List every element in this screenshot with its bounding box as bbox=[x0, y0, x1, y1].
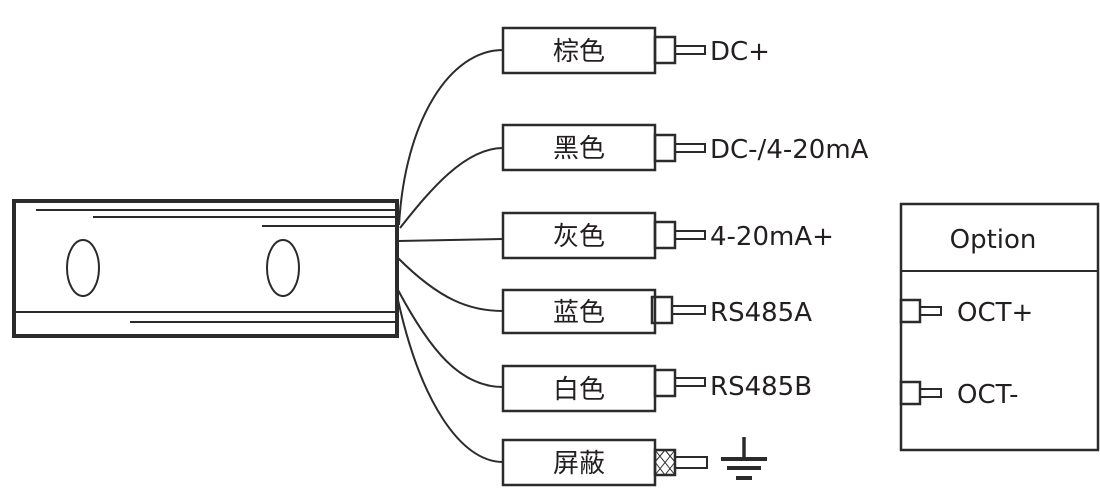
wire-color-label: 棕色 bbox=[553, 37, 605, 67]
connector-icon bbox=[899, 380, 942, 406]
wire-color-label: 灰色 bbox=[553, 222, 605, 252]
signal-label: DC+ bbox=[710, 37, 770, 67]
wire-color-label: 黑色 bbox=[553, 134, 605, 164]
wire-row-brown: 棕色 DC+ bbox=[501, 26, 770, 75]
wire bbox=[397, 289, 504, 388]
option-output-label: OCT+ bbox=[957, 298, 1033, 328]
option-box: Option OCT+ OCT- bbox=[899, 202, 1100, 452]
wire bbox=[397, 238, 504, 242]
connector-icon bbox=[899, 298, 942, 324]
option-output-label: OCT- bbox=[957, 380, 1019, 410]
wire-color-label: 蓝色 bbox=[553, 298, 605, 328]
connector-icon bbox=[653, 220, 706, 250]
wire bbox=[399, 147, 504, 229]
ground-icon bbox=[721, 437, 767, 480]
signal-label: RS485A bbox=[710, 298, 812, 328]
sensor-body bbox=[12, 199, 399, 338]
option-title: Option bbox=[950, 225, 1037, 255]
connector-icon bbox=[653, 368, 706, 398]
shielded-connector-icon bbox=[653, 448, 708, 477]
wire-color-label: 屏蔽 bbox=[553, 449, 605, 479]
signal-label: DC-/4-20mA bbox=[710, 135, 869, 165]
wire-color-label: 白色 bbox=[553, 375, 605, 405]
wire-row-white: 白色 RS485B bbox=[501, 364, 812, 413]
wire-row-shield: 屏蔽 bbox=[501, 437, 767, 487]
wire-row-black: 黑色 DC-/4-20mA bbox=[501, 123, 869, 172]
wire-row-blue: 蓝色 RS485A bbox=[501, 288, 812, 335]
signal-label: 4-20mA+ bbox=[710, 222, 834, 252]
mounting-hole bbox=[266, 239, 300, 297]
wire-row-grey: 灰色 4-20mA+ bbox=[501, 211, 834, 260]
wire bbox=[397, 299, 504, 463]
connector-icon bbox=[650, 295, 706, 325]
mounting-hole bbox=[66, 239, 100, 297]
wire bbox=[397, 257, 504, 312]
cable-wires bbox=[397, 49, 504, 463]
connector-icon bbox=[653, 133, 706, 163]
signal-label: RS485B bbox=[710, 372, 812, 402]
connector-icon bbox=[653, 35, 706, 65]
wire bbox=[398, 49, 504, 226]
